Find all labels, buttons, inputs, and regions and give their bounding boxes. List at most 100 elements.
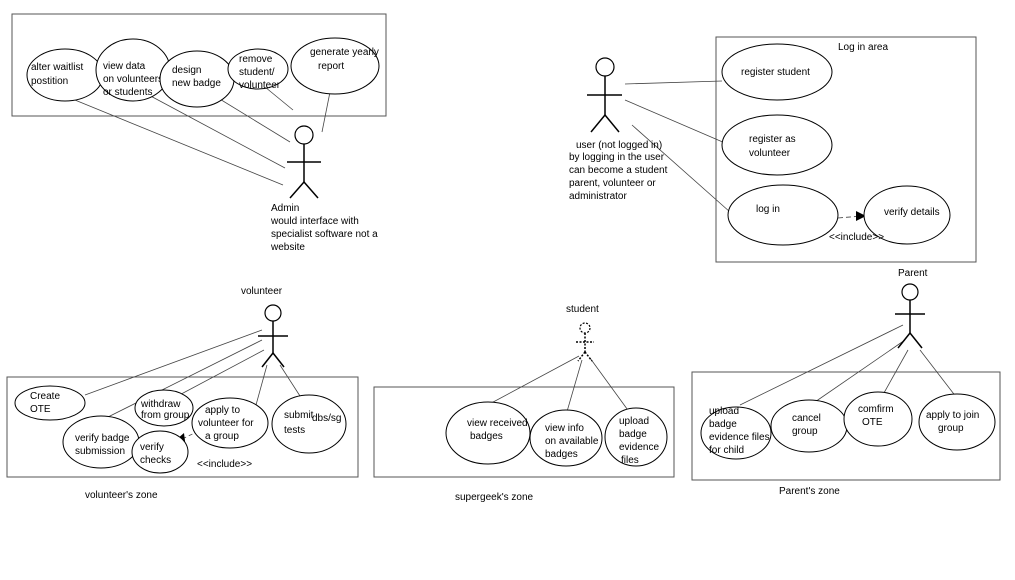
include-label-volunteer: <<include>> [197,459,252,470]
uc-label: verify [140,442,164,453]
use-case-confirm-ote: comfirm OTE [843,391,913,447]
assoc-admin-alter-waitlist [69,97,284,186]
assoc-parent-upload-child [739,324,904,406]
use-case-remove-student: remove student/ volunteer [227,48,289,91]
assoc-parent-confirm [879,349,909,401]
svg-text:can become a student: can become a student [569,165,668,176]
use-case-view-info: view info on available badges [529,409,603,467]
uc-label: design [172,65,201,76]
use-case-verify-details: verify details [863,185,951,245]
volunteer-zone-label: volunteer's zone [85,490,158,501]
uc-label: dbs/sg [312,413,341,424]
assoc-vol-create-ote [84,329,263,396]
uc-label: comfirm [858,404,894,415]
assoc-admin-remove [264,86,294,111]
uc-label: verify badge [75,433,130,444]
use-case-upload-child: upload badge evidence files for child [700,406,772,460]
uc-label: verify details [884,207,940,218]
uc-label: OTE [862,417,883,428]
actor-user-label: user (not logged in) by logging in the u… [569,140,668,202]
supergeek-zone-boundary [373,386,675,478]
use-case-withdraw: withdraw from group [134,389,194,427]
use-case-register-student: register student [721,43,833,101]
uc-label: generate yearly [310,47,379,58]
uc-label: register as [749,134,796,145]
actor-volunteer-figure [258,304,288,368]
uc-label: from group [141,410,190,421]
uc-label: volunteer for [198,418,254,429]
uc-label: evidence files [709,432,770,443]
actor-admin-label: Admin would interface with specialist so… [270,203,378,253]
uc-label: or students [103,87,152,98]
parent-zone-boundary [691,371,1001,481]
uc-label: Create [30,391,60,402]
uc-label: a group [205,431,239,442]
svg-text:user (not logged in): user (not logged in) [576,140,662,151]
login-area-boundary [715,36,977,263]
uc-label: volunteer [749,148,791,159]
uc-label: remove [239,54,273,65]
assoc-student-view-info [565,359,583,416]
use-case-verify-checks: verify checks [131,430,189,474]
use-case-upload-evidence: upload badge evidence files [604,407,668,467]
actor-parent-label: Parent [898,268,928,279]
svg-text:Admin: Admin [271,203,299,214]
uc-label: badge [709,419,737,430]
use-case-cancel-group: cancel group [770,399,848,453]
uc-label: alter waitlist [31,62,83,73]
uc-label: evidence [619,442,659,453]
actor-student-figure [576,322,594,362]
use-case-view-received: view received badges [445,401,531,465]
actor-user-figure [587,57,622,133]
assoc-admin-view-data [144,92,286,169]
assoc-vol-apply [255,364,268,406]
actor-parent-figure [895,283,925,349]
use-case-verify-badge: verify badge submission [62,415,140,469]
uc-label: badges [545,449,578,460]
svg-text:would interface with: would interface with [270,216,359,227]
use-case-generate-report: generate yearly report [290,37,380,95]
svg-text:website: website [270,242,305,253]
uc-label: apply to join [926,410,979,421]
use-case-design-badge: design new badge [159,50,235,108]
login-area-label: Log in area [838,42,888,53]
uc-label: group [792,426,818,437]
uc-label: upload [619,416,649,427]
svg-text:parent, volunteer or: parent, volunteer or [569,178,656,189]
assoc-vol-verify-badge [101,339,263,421]
uc-label: student/ [239,67,275,78]
admin-boundary [11,13,387,117]
uc-label: report [318,61,344,72]
uc-label: cancel [792,413,821,424]
uc-label: register student [741,67,810,78]
uc-label: view info [545,423,584,434]
use-case-register-volunteer: register as volunteer [721,114,833,176]
use-case-alter-waitlist: alter waitlist postition [26,48,104,102]
assoc-parent-apply-join [919,349,961,403]
use-case-create-ote: Create OTE [14,385,86,421]
uc-label: view data [103,61,146,72]
assoc-user-register-volunteer [624,99,726,144]
uc-label: submission [75,446,125,457]
use-case-log-in: log in [727,184,839,246]
assoc-vol-submit [279,364,301,397]
include-label-login: <<include>> [829,232,884,243]
use-case-apply-join: apply to join group [918,393,996,451]
uc-label: apply to [205,405,240,416]
volunteer-zone-boundary [6,376,359,478]
use-case-submit-dbs: submit dbs/sg tests [271,394,347,454]
uc-label: log in [756,204,780,215]
actor-student-label: student [566,304,599,315]
actor-volunteer-label: volunteer [241,286,283,297]
assoc-student-view-received [481,355,580,409]
uc-label: badge [619,429,647,440]
uc-label: view received [467,418,528,429]
uc-label: volunteer [239,80,281,91]
assoc-vol-withdraw [169,349,265,401]
assoc-parent-cancel [811,339,906,405]
assoc-student-upload [589,357,631,414]
assoc-user-register-student [624,80,723,85]
uc-label: withdraw [140,399,181,410]
uc-label: upload [709,406,739,417]
